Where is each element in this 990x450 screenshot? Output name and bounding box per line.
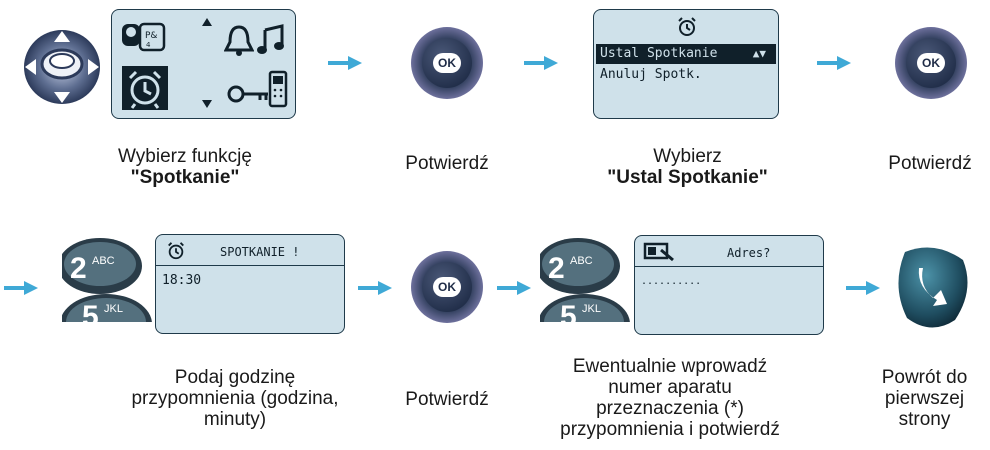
key-digit[interactable]: 2 [548, 252, 565, 285]
divider [635, 266, 823, 267]
ok-button[interactable]: OK [411, 27, 483, 99]
alarm-clock-icon [168, 242, 184, 260]
submenu-item[interactable]: Anuluj Spotk. [600, 66, 702, 84]
alarm-clock-icon [678, 17, 696, 36]
key-digit[interactable]: 2 [70, 252, 87, 285]
ok-button[interactable]: OK [895, 27, 967, 99]
step-caption: Potwierdź [405, 389, 489, 410]
key-digit[interactable]: 5 [560, 300, 577, 322]
step-caption: Ewentualnie wprowadź numer aparatu przez… [560, 356, 780, 440]
submenu-item-label: Anuluj Spotk. [600, 67, 702, 82]
key-letters: JKL [582, 303, 601, 315]
key-letters: ABC [92, 255, 115, 267]
flow-arrow [817, 56, 851, 70]
step-caption: Potwierdź [888, 153, 972, 174]
flow-arrow [328, 56, 362, 70]
flow-arrow [497, 281, 531, 295]
alarm-clock-selected [122, 66, 168, 110]
flow-arrow [358, 281, 392, 295]
address-value[interactable]: .......... [641, 276, 702, 287]
screen-title: SPOTKANIE ! [220, 245, 300, 259]
ok-label: OK [433, 277, 461, 297]
scroll-down-icon [202, 100, 212, 108]
step-caption: Potwierdź [405, 153, 489, 174]
navigation-pad-icon [24, 30, 100, 104]
key-phone-icon [227, 70, 288, 108]
phone-handset-icon [918, 268, 947, 306]
step-caption: Wybierz funkcję "Spotkanie" [118, 146, 252, 188]
screen-title: Adres? [727, 246, 771, 260]
flow-arrow [4, 281, 38, 295]
flow-arrow [524, 56, 558, 70]
ok-label: OK [433, 53, 461, 73]
svg-text:4: 4 [146, 41, 151, 49]
submenu-item-label: Ustal Spotkanie [600, 46, 718, 61]
scroll-up-icon [202, 18, 212, 26]
ok-label: OK [917, 53, 945, 73]
key-digit[interactable]: 5 [82, 300, 99, 322]
keypad-keys: 2 ABC 5 JKL [540, 232, 636, 322]
submenu-item-selected[interactable]: Ustal Spotkanie ▲▼ [596, 44, 776, 64]
hang-up-button[interactable] [895, 246, 969, 330]
up-down-icon: ▲▼ [752, 47, 766, 60]
key-letters: JKL [104, 303, 123, 315]
ok-button[interactable]: OK [411, 251, 483, 323]
flow-arrow [846, 281, 880, 295]
divider [156, 265, 344, 266]
keypad-keys: 2 ABC 5 JKL [62, 232, 158, 322]
agenda-icon: P& 4 [122, 22, 166, 52]
key-letters: ABC [570, 255, 593, 267]
step-caption: Podaj godzinę przypomnienia (godzina, mi… [131, 367, 339, 430]
address-screen: Adres? .......... [634, 235, 824, 335]
music-icon [257, 24, 284, 54]
alarm-clock-icon [128, 70, 162, 109]
function-menu-screen: P& 4 [111, 9, 296, 119]
step-caption: Wybierz "Ustal Spotkanie" [607, 146, 768, 188]
bell-icon [224, 25, 254, 56]
svg-text:P&: P& [145, 31, 157, 41]
directory-icon [643, 242, 674, 262]
step-caption: Powrót do pierwszej strony [881, 367, 968, 430]
meeting-submenu-screen: Ustal Spotkanie ▲▼ Anuluj Spotk. [593, 9, 779, 119]
meeting-time-screen: SPOTKANIE ! 18:30 [155, 234, 345, 334]
time-value[interactable]: 18:30 [162, 273, 202, 288]
